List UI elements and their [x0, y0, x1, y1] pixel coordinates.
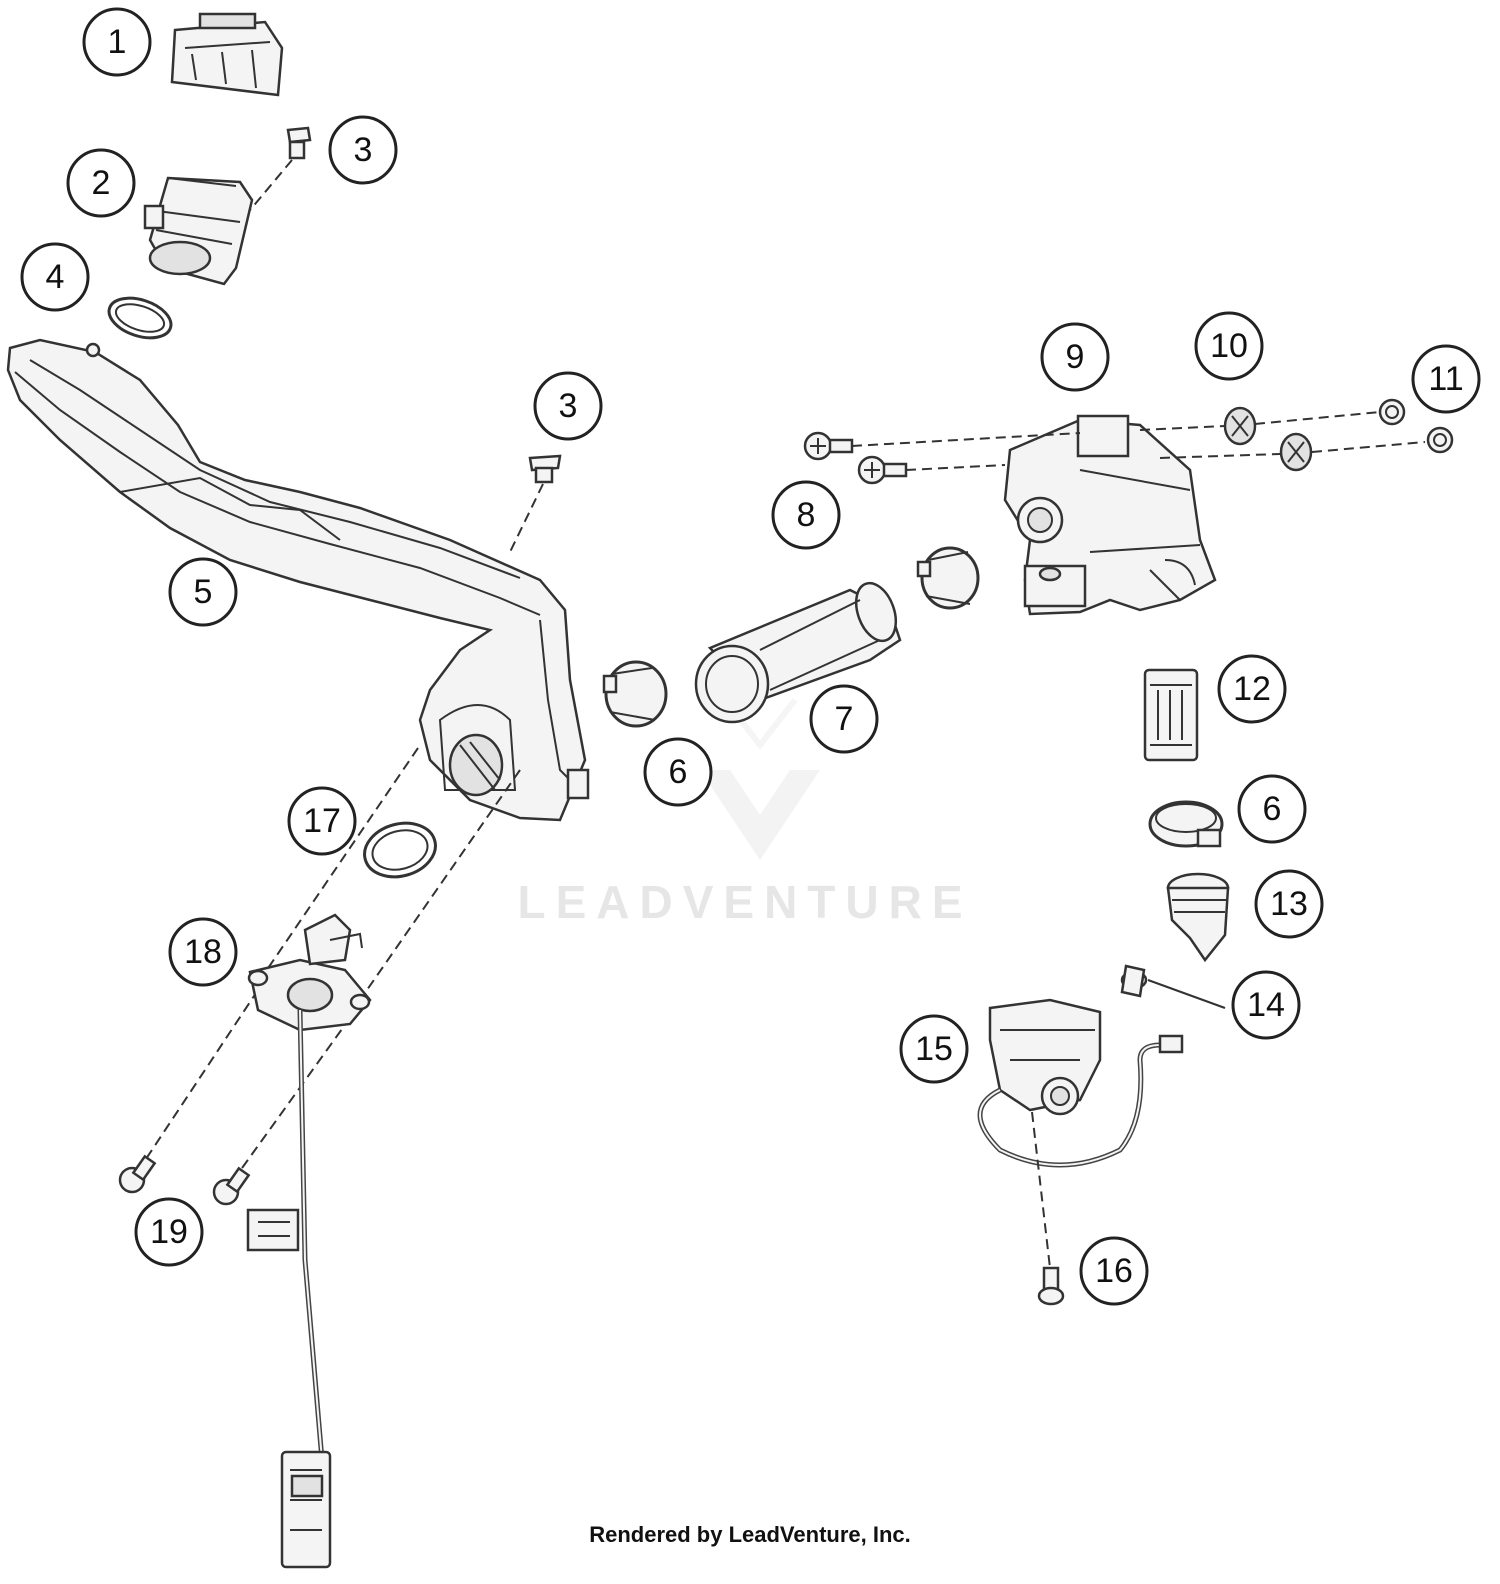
callout-15: 15 [899, 1014, 969, 1084]
callout-7: 7 [809, 684, 879, 754]
callout-6-right: 6 [1237, 774, 1307, 844]
callout-13: 13 [1254, 869, 1324, 939]
svg-text:4: 4 [46, 258, 65, 296]
credit-text: Rendered by LeadVenture, Inc. [589, 1522, 911, 1547]
callout-4: 4 [20, 242, 90, 312]
svg-text:1: 1 [108, 23, 127, 61]
svg-text:14: 14 [1247, 986, 1285, 1024]
callout-11: 11 [1411, 344, 1481, 414]
part-13-elbow [1166, 872, 1230, 963]
part-17-o-ring [363, 821, 437, 879]
part-19-screws [118, 1154, 251, 1206]
part-6-clamp-right [1148, 800, 1224, 848]
callout-14: 14 [1231, 970, 1301, 1040]
callout-6-left: 6 [643, 737, 713, 807]
svg-text:16: 16 [1095, 1252, 1133, 1290]
part-16-screw [1031, 1111, 1065, 1306]
assembly-lines [139, 747, 521, 1183]
part-11-sleeves [1378, 398, 1454, 454]
callout-19: 19 [134, 1197, 204, 1267]
callout-17: 17 [287, 786, 357, 856]
watermark-text: LEADVENTURE [517, 876, 973, 928]
svg-text:18: 18 [184, 933, 222, 971]
callout-1: 1 [82, 7, 152, 77]
part-14-hose-clip [1120, 964, 1226, 1009]
callout-3-top: 3 [328, 115, 398, 185]
part-6-clamp-upper [916, 546, 980, 610]
part-7-hose [694, 581, 902, 724]
callout-8: 8 [771, 480, 841, 550]
svg-text:11: 11 [1428, 360, 1463, 398]
svg-text:17: 17 [303, 802, 341, 840]
svg-text:10: 10 [1210, 327, 1248, 365]
svg-text:3: 3 [354, 131, 373, 169]
svg-text:15: 15 [915, 1030, 953, 1068]
svg-text:9: 9 [1066, 338, 1085, 376]
svg-text:5: 5 [194, 573, 213, 611]
callout-12: 12 [1217, 654, 1287, 724]
svg-text:2: 2 [92, 164, 111, 202]
callout-16: 16 [1079, 1236, 1149, 1306]
part-5-intake-duct [6, 338, 590, 822]
callout-3-middle: 3 [533, 371, 603, 441]
callout-9: 9 [1040, 322, 1110, 392]
part-9-throttle-body [1003, 414, 1217, 616]
part-1-cover [170, 12, 284, 97]
part-15-pump [977, 998, 1184, 1168]
svg-text:13: 13 [1270, 885, 1308, 923]
part-2-flange [143, 176, 254, 286]
svg-text:6: 6 [1263, 790, 1282, 828]
part-18-sensor [246, 913, 372, 1569]
svg-text:3: 3 [559, 387, 578, 425]
svg-text:8: 8 [797, 496, 816, 534]
callout-2: 2 [66, 148, 136, 218]
part-6-clamp-left [602, 660, 668, 728]
part-3-bolt-middle [509, 454, 562, 553]
watermark-logo-icon [700, 698, 820, 860]
callout-18: 18 [168, 917, 238, 987]
part-4-o-ring [107, 296, 173, 340]
svg-text:7: 7 [835, 700, 854, 738]
part-12-filter [1143, 668, 1199, 762]
part-8-screws [803, 431, 1081, 485]
callout-10: 10 [1194, 311, 1264, 381]
svg-text:19: 19 [150, 1213, 188, 1251]
part-10-grommets [1139, 406, 1426, 472]
callout-5: 5 [168, 557, 238, 627]
svg-text:6: 6 [669, 753, 688, 791]
svg-text:12: 12 [1233, 670, 1271, 708]
